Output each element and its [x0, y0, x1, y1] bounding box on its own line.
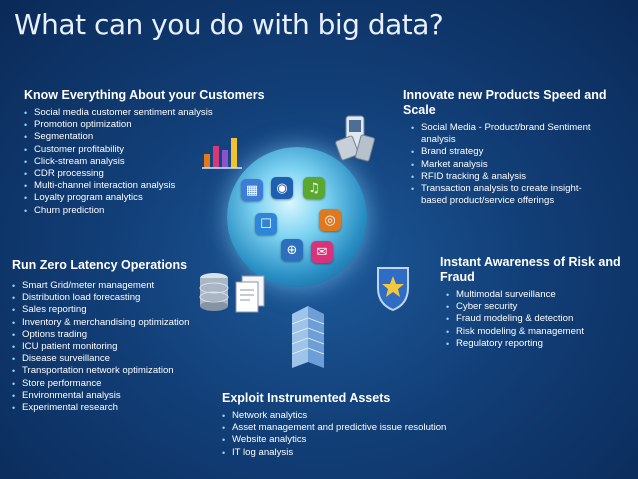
globe-icon: ⊕: [281, 239, 303, 261]
list-item: Inventory & merchandising optimization: [12, 317, 222, 329]
section-risk: Instant Awareness of Risk and Fraud Mult…: [440, 255, 630, 350]
bullet-list: Social Media - Product/brand Sentiment a…: [411, 122, 603, 207]
page-title: What can you do with big data?: [14, 8, 444, 41]
section-heading: Exploit Instrumented Assets: [222, 391, 391, 405]
music-icon: ♫: [303, 177, 325, 199]
section-customers: Know Everything About your Customers Soc…: [24, 88, 324, 217]
bullet-list: Network analytics Asset management and p…: [222, 410, 522, 459]
browser-icon: ☐: [255, 213, 277, 235]
list-item: Multi-channel interaction analysis: [24, 180, 324, 192]
section-assets: Exploit Instrumented Assets Network anal…: [222, 391, 522, 459]
shield-icon: [377, 267, 409, 312]
store-icon: ▦: [241, 179, 263, 201]
list-item: Environmental analysis: [12, 390, 222, 402]
video-icon: ◉: [271, 177, 293, 199]
list-item: Asset management and predictive issue re…: [222, 422, 522, 434]
list-item: CDR processing: [24, 168, 324, 180]
list-item: IT log analysis: [222, 447, 522, 459]
list-item: Social media customer sentiment analysis: [24, 107, 324, 119]
list-item: Segmentation: [24, 131, 324, 143]
list-item: Churn prediction: [24, 205, 324, 217]
document-icon: [235, 275, 265, 313]
list-item: Sales reporting: [12, 304, 222, 316]
list-item: Social Media - Product/brand Sentiment a…: [411, 122, 603, 146]
list-item: Network analytics: [222, 410, 522, 422]
list-item: Click-stream analysis: [24, 156, 324, 168]
list-item: Brand strategy: [411, 146, 603, 158]
bullet-list: Smart Grid/meter management Distribution…: [12, 280, 222, 414]
list-item: Cyber security: [446, 301, 630, 313]
bullet-list: Multimodal surveillance Cyber security F…: [446, 289, 630, 350]
list-item: Regulatory reporting: [446, 338, 630, 350]
section-heading: Know Everything About your Customers: [24, 88, 265, 102]
list-item: Store performance: [12, 378, 222, 390]
list-item: Transportation network optimization: [12, 365, 222, 377]
section-heading: Run Zero Latency Operations: [12, 258, 188, 272]
list-item: Options trading: [12, 329, 222, 341]
list-item: Risk modeling & management: [446, 326, 630, 338]
list-item: Fraud modeling & detection: [446, 313, 630, 325]
building-icon: [291, 306, 325, 368]
camera-icon: ◎: [319, 209, 341, 231]
database-icon: [199, 273, 229, 311]
list-item: Smart Grid/meter management: [12, 280, 222, 292]
list-item: RFID tracking & analysis: [411, 171, 603, 183]
bullet-list: Social media customer sentiment analysis…: [24, 107, 324, 217]
list-item: Transaction analysis to create insight-b…: [411, 183, 603, 207]
section-innovate: Innovate new Products Speed and Scale So…: [403, 88, 607, 207]
section-heading: Innovate new Products Speed and Scale: [403, 88, 607, 117]
list-item: Multimodal surveillance: [446, 289, 630, 301]
list-item: Loyalty program analytics: [24, 192, 324, 204]
list-item: Customer profitability: [24, 144, 324, 156]
list-item: Promotion optimization: [24, 119, 324, 131]
list-item: ICU patient monitoring: [12, 341, 222, 353]
list-item: Experimental research: [12, 402, 222, 414]
section-latency: Run Zero Latency Operations Smart Grid/m…: [12, 258, 222, 414]
list-item: Disease surveillance: [12, 353, 222, 365]
mail-icon: ✉: [311, 241, 333, 263]
globe-icon: ▦ ◉ ♫ ☐ ◎ ⊕ ✉: [227, 147, 367, 287]
list-item: Market analysis: [411, 159, 603, 171]
list-item: Website analytics: [222, 434, 522, 446]
section-heading: Instant Awareness of Risk and Fraud: [440, 255, 621, 284]
list-item: Distribution load forecasting: [12, 292, 222, 304]
chart-icon: [202, 138, 242, 169]
phone-icon: [335, 115, 375, 162]
